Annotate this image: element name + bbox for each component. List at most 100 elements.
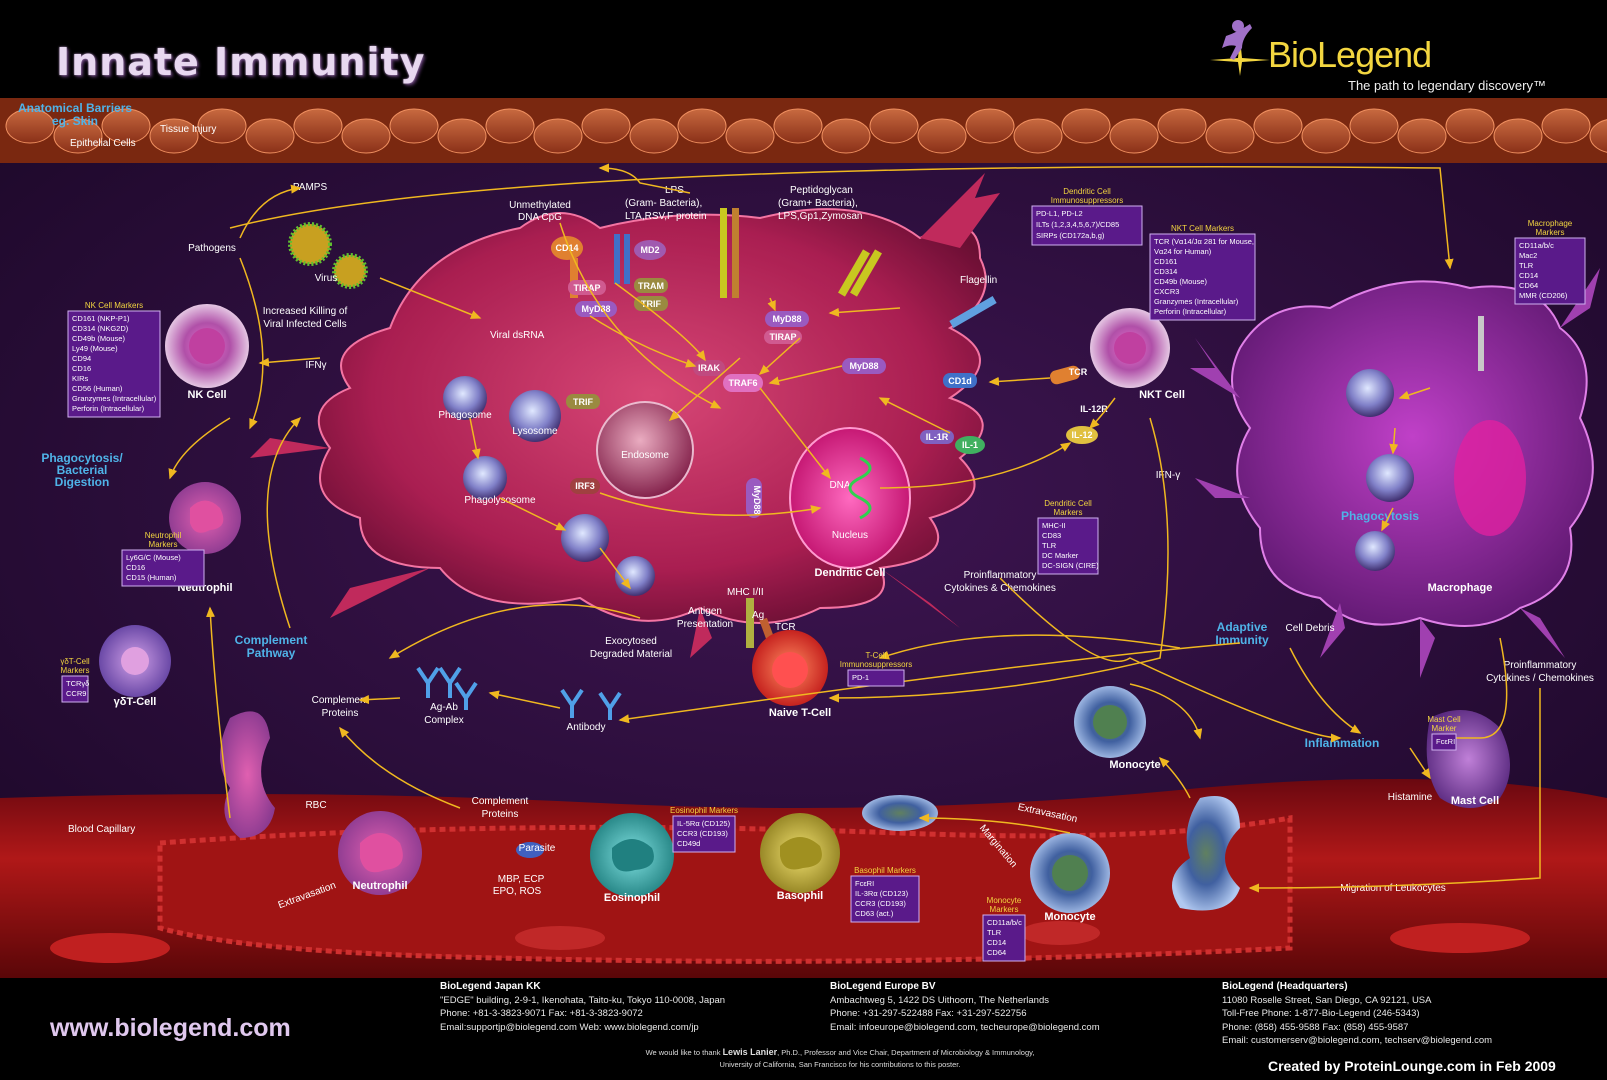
brand-name: BioLegend	[1268, 34, 1432, 75]
thanks-intro: We would like to thank	[645, 1048, 723, 1057]
marker-item: PD-1	[852, 673, 869, 682]
lps-label-3: LTA,RSV,F protein	[625, 211, 707, 222]
myd88-label-1: MyD88	[581, 304, 610, 314]
md2-label: MD2	[640, 245, 659, 255]
epithelial-cell	[581, 108, 631, 144]
japan-email: Email:supportjp@biolegend.com Web: www.b…	[440, 1021, 699, 1033]
epithelial-cell	[1061, 108, 1111, 144]
marker-item: IL-5Rα (CD125)	[677, 819, 731, 828]
marker-item: PD-L1, PD-L2	[1036, 209, 1083, 218]
mhc-label: MHC I/II	[727, 587, 764, 598]
virus-icon	[288, 222, 332, 266]
marker-item: TLR	[1042, 541, 1057, 550]
il1r-label: IL-1R	[926, 432, 949, 442]
virus-label: Virus	[315, 273, 338, 284]
cd14-chip	[551, 238, 583, 258]
website-link[interactable]: www.biolegend.com	[50, 1014, 291, 1042]
marker-item: Ly6G/C (Mouse)	[126, 553, 181, 562]
epithelial-cell	[1493, 118, 1543, 154]
marker-item: MHC-II	[1042, 521, 1066, 530]
complement-proteins-label-3: Complement	[472, 796, 529, 807]
marker-box-title: Basophil Markers	[854, 866, 916, 875]
antibody-icon	[416, 666, 622, 720]
marker-item: DC-SIGN (CIRE)	[1042, 561, 1099, 570]
monocyte-extravasating	[1172, 796, 1240, 911]
cd1d-label: CD1d	[948, 376, 972, 386]
cd14-label: CD14	[555, 243, 578, 253]
basophil-label: Basophil	[777, 890, 823, 902]
marker-item: Mac2	[1519, 251, 1537, 260]
epithelial-cell	[821, 118, 871, 154]
complement-proteins-label-2: Proteins	[322, 708, 359, 719]
epithelial-cell	[1541, 108, 1591, 144]
epithelial-cell	[485, 108, 535, 144]
marker-item: CD14	[1519, 271, 1538, 280]
epithelial-cell	[725, 118, 775, 154]
parasite-icon	[516, 842, 544, 858]
proinflammatory-label-3: Proinflammatory	[1504, 660, 1577, 671]
footer: www.biolegend.com BioLegend Japan KK "ED…	[0, 978, 1607, 1080]
thanks-title: , Ph.D., Professor and Vice Chair, Depar…	[777, 1048, 1035, 1057]
parasite-label: Parasite	[519, 843, 556, 854]
epithelial-cell	[101, 108, 151, 144]
marker-item: CD11a/b/c	[1519, 241, 1554, 250]
myd88-label-3: MyD88	[849, 361, 878, 371]
trif-label-2: TRIF	[573, 397, 593, 407]
complement-proteins-label-1: Complement	[312, 695, 369, 706]
epithelial-cell	[1013, 118, 1063, 154]
endosome	[596, 401, 694, 499]
marker-box-frame	[672, 815, 736, 853]
proinflammatory-label-1: Proinflammatory	[964, 570, 1037, 581]
marker-item: FcεRI	[855, 879, 874, 888]
monocyte-marginating	[862, 795, 938, 831]
epithelial-cell	[53, 118, 103, 154]
epithelial-cell	[1109, 118, 1159, 154]
marker-box-title: Eosinophil Markers	[670, 806, 738, 815]
thanks-name: Lewis Lanier	[722, 1047, 778, 1057]
marker-box-frame	[1031, 205, 1143, 246]
marker-box-frame	[1037, 517, 1099, 575]
gdt-cell-label: γδT-Cell	[114, 696, 157, 708]
marker-item: DC Marker	[1042, 551, 1079, 560]
tcr-label-dc: TCR	[775, 622, 796, 633]
monocyte-label-2: Monocyte	[1044, 911, 1095, 923]
epithelial-cell	[389, 108, 439, 144]
neutrophil-extravasating	[220, 711, 275, 838]
marker-item: Granzymes (Intracellular)	[72, 394, 157, 403]
marker-item: CD15 (Human)	[126, 573, 177, 582]
tissue-injury-label: Tissue Injury	[160, 124, 216, 135]
marker-box-title: Dendritic Cell	[1063, 187, 1111, 196]
marker-item: TCRγδ	[66, 679, 89, 688]
epithelial-layer	[0, 98, 1607, 163]
tcr-label-nkt: TCR	[1069, 367, 1088, 377]
rbc-label: RBC	[305, 800, 326, 811]
process-phagocytosis-bacterial-3: Digestion	[55, 475, 110, 489]
epithelial-cell	[533, 118, 583, 154]
peptidoglycan-label-1: Peptidoglycan	[790, 185, 853, 196]
hq-office: BioLegend (Headquarters) 11080 Roselle S…	[1222, 980, 1492, 1048]
epithelial-cell	[1397, 118, 1447, 154]
marker-item: CD161 (NKP-P1)	[72, 314, 130, 323]
biolegend-logo-icon	[1210, 20, 1270, 76]
marker-box-frame	[67, 310, 161, 418]
virus-icon	[332, 253, 368, 289]
blood-capillary-label: Blood Capillary	[68, 824, 135, 835]
naive-t-cell-label: Naive T-Cell	[769, 707, 831, 719]
marker-item: Granzymes (Intracellular)	[1154, 297, 1239, 306]
marker-box-frame	[121, 549, 205, 587]
mbp-label-1: MBP, ECP	[498, 874, 545, 885]
epithelial-cell	[149, 118, 199, 154]
exocytosed-label-2: Degraded Material	[590, 649, 672, 660]
nk-cell-label: NK Cell	[187, 389, 226, 401]
europe-phone: Phone: +31-297-522488 Fax: +31-297-52275…	[830, 1008, 1027, 1019]
killing-label-1: Increased Killing of	[263, 306, 348, 317]
myd88-label-2: MyD88	[772, 314, 801, 324]
page-title: Innate Immunity	[56, 40, 426, 84]
marker-box-title: NK Cell Markers	[85, 301, 143, 310]
japan-office-name: BioLegend Japan KK	[440, 981, 541, 992]
proinflammatory-label-4: Cytokines / Chemokines	[1486, 673, 1594, 684]
marker-item: CD56 (Human)	[72, 384, 123, 393]
il1-label: IL-1	[962, 440, 978, 450]
